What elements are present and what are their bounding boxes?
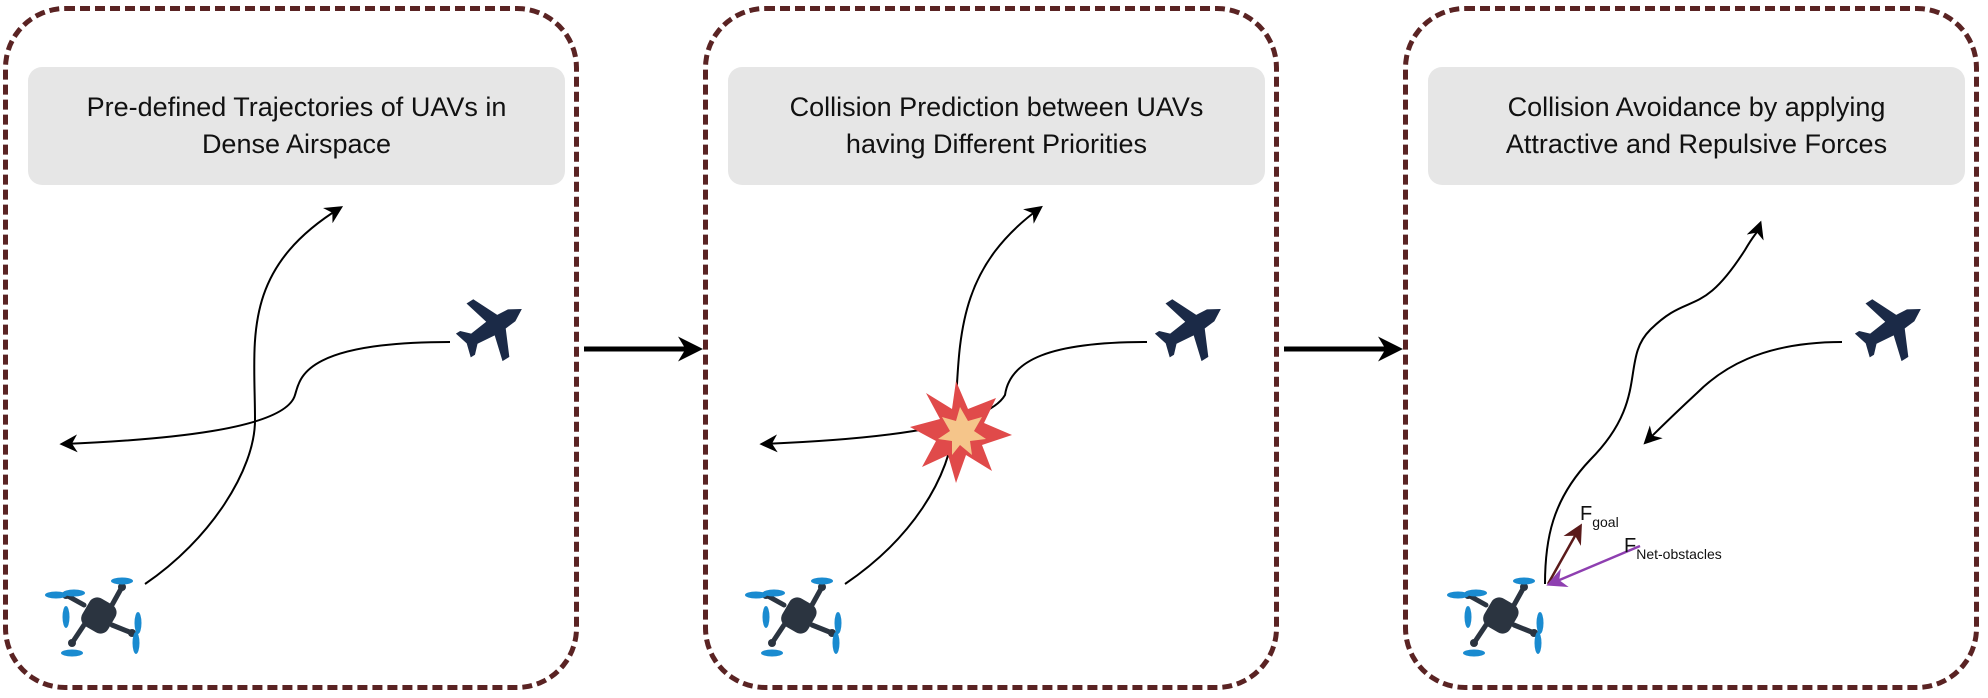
goal-force-vector [1546,523,1582,585]
collision-explosion-icon [910,381,1012,483]
goal-force-label: Fgoal [1580,503,1619,530]
quadcopter-drone-icon [1447,578,1544,657]
panel-title-box: Collision Prediction between UAVs having… [728,67,1265,185]
panel-title-box: Pre-defined Trajectories of UAVs in Dens… [28,67,565,185]
airplane-icon [1144,280,1239,375]
panel-title: Collision Avoidance by applying Attracti… [1505,92,1888,159]
quadcopter-drone-icon [45,578,142,657]
panel-title-box: Collision Avoidance by applying Attracti… [1428,67,1965,185]
panel-title: Pre-defined Trajectories of UAVs in Dens… [86,92,507,159]
panel3-trajectories [1544,220,1843,585]
airplane-icon [445,280,540,375]
obstacle-force-vector [1546,544,1641,587]
airplane-icon [1844,280,1939,375]
panel-collision-prediction: Collision Prediction between UAVs having… [703,6,1279,690]
panel1-trajectories [59,206,451,585]
panel-collision-avoidance: Collision Avoidance by applying Attracti… [1403,6,1979,690]
quadcopter-drone-icon [745,578,842,657]
net-obstacle-force-label: FNet-obstacles [1624,535,1722,562]
panel-predefined-trajectories: Pre-defined Trajectories of UAVs in Dens… [3,6,579,690]
panel-title: Collision Prediction between UAVs having… [789,92,1204,159]
